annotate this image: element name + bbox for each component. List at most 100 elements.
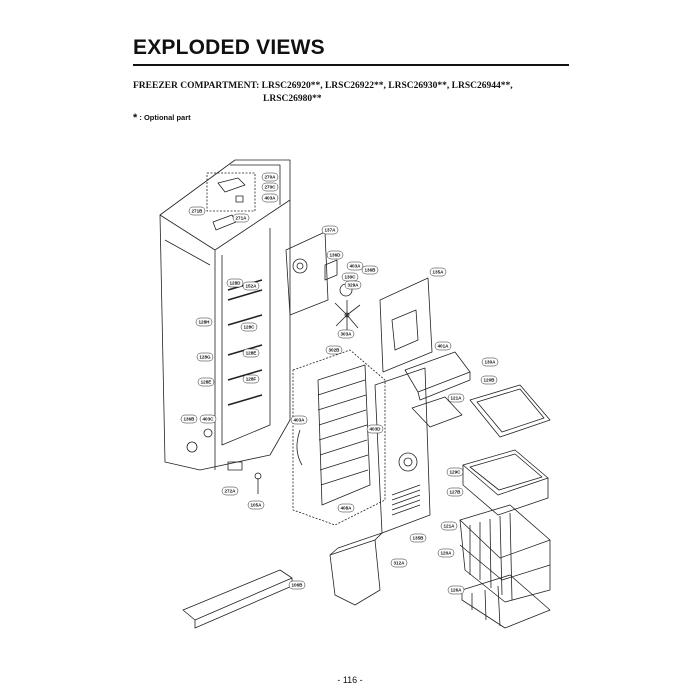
callout-label: 128F (246, 377, 257, 382)
optional-star: * (133, 112, 138, 124)
callout-label: 121A (444, 524, 456, 529)
air-duct (329, 532, 383, 606)
callout-label: 329A (348, 283, 360, 288)
callout-408a: 408A (337, 503, 355, 513)
callout-136b: 136B (180, 414, 198, 424)
callout-label: 403C (203, 417, 215, 422)
callout-136b: 136B (361, 265, 379, 275)
callout-403d: 403D (366, 424, 384, 434)
callout-label: 312A (394, 561, 406, 566)
wire-shelf-bracket (411, 396, 463, 428)
wire-baskets (459, 504, 551, 629)
models-line-1: FREEZER COMPARTMENT: LRSC26920**, LRSC26… (133, 81, 513, 91)
callout-label: 403A (265, 196, 277, 201)
callout-label: 270C (265, 185, 277, 190)
callout-128f: 128F (242, 374, 260, 384)
freezer-cabinet-shell (159, 159, 291, 471)
callout-126a: 126A (447, 585, 465, 595)
callout-label: 128D (230, 281, 242, 286)
evaporator-assembly (292, 349, 386, 526)
fan-motor-bracket (285, 231, 353, 316)
callout-label: 152A (246, 284, 258, 289)
callout-label: 105A (251, 503, 263, 508)
part-callouts: 270A 270C 403A 271B 271A 137A 136D 403A 130C 136B… (180, 172, 499, 595)
storage-bin (462, 449, 549, 516)
callout-label: 136B (365, 268, 377, 273)
callout-label: 136B (184, 417, 196, 422)
callout-152a: 152A (242, 281, 260, 291)
callout-401a: 401A (434, 341, 452, 351)
shelf-rails (227, 279, 263, 406)
callout-label: 120B (484, 378, 496, 383)
callout-136d: 136D (326, 250, 344, 260)
callout-403a: 403A (261, 193, 279, 203)
optional-part-note: * : Optional part (133, 112, 191, 124)
callout-270c: 270C (261, 182, 279, 192)
callout-label: 130C (345, 275, 357, 280)
model-subtitle: FREEZER COMPARTMENT: LRSC26920**, LRSC26… (133, 80, 573, 106)
callout-label: 408A (341, 506, 353, 511)
models-line-2: LRSC26980** (263, 94, 322, 104)
callout-121a: 121A (440, 521, 458, 531)
callout-label: 127B (450, 490, 462, 495)
callout-128h: 128H (195, 317, 213, 327)
callout-270a: 270A (261, 172, 279, 182)
callout-271b: 271B (188, 206, 206, 216)
fan-blade (334, 300, 361, 331)
callout-128e: 128E (197, 377, 215, 387)
callout-label: 272A (225, 489, 237, 494)
rear-duct-panel (374, 367, 431, 534)
callout-label: 403A (350, 264, 362, 269)
base-grille (182, 569, 293, 629)
callout-128d: 128D (226, 278, 244, 288)
callout-312a: 312A (390, 558, 408, 568)
callout-label: 403D (370, 427, 382, 432)
callout-128c: 128C (240, 322, 258, 332)
callout-105a: 105A (247, 500, 265, 510)
callout-135a: 135A (429, 267, 447, 277)
glass-shelf (469, 384, 551, 438)
page-title: EXPLODED VIEWS (133, 36, 325, 59)
callout-120b: 120B (480, 375, 498, 385)
callout-label: 401A (438, 344, 450, 349)
callout-label: 135A (433, 270, 445, 275)
callout-106b: 106B (288, 580, 306, 590)
callout-137a: 137A (321, 225, 339, 235)
callout-129c: 129C (446, 467, 464, 477)
callout-label: 270A (265, 175, 277, 180)
callout-403a: 403A (346, 261, 364, 271)
top-control-housing (206, 172, 256, 231)
callout-271a: 271A (232, 213, 250, 223)
callout-128g: 128G (196, 352, 214, 362)
callout-label: 128E (246, 351, 257, 356)
callout-128e: 128E (242, 348, 260, 358)
optional-part-text: : Optional part (137, 113, 191, 122)
callout-label: 106B (292, 583, 304, 588)
page-number: - 116 - (337, 675, 363, 685)
callout-label: 303A (341, 332, 353, 337)
callout-135b: 135B (409, 533, 427, 543)
callout-label: 121A (451, 396, 463, 401)
control-light-housing (404, 351, 471, 401)
callout-label: 128H (199, 320, 211, 325)
callout-403a: 403A (290, 415, 308, 425)
callout-label: 129C (450, 470, 462, 475)
callout-label: 403A (294, 418, 306, 423)
callout-label: 302B (329, 348, 341, 353)
hinge-and-leveler (186, 428, 262, 494)
callout-label: 128C (244, 325, 256, 330)
callout-120a: 120A (437, 548, 455, 558)
callout-127b: 127B (446, 487, 464, 497)
callout-303a: 303A (337, 329, 355, 339)
callout-121a: 121A (447, 393, 465, 403)
callout-302b: 302B (325, 345, 343, 355)
callout-label: 271A (236, 216, 248, 221)
callout-130a: 130A (481, 357, 499, 367)
callout-label: 135B (413, 536, 425, 541)
title-rule (133, 64, 569, 66)
callout-272a: 272A (221, 486, 239, 496)
callout-label: 120A (441, 551, 453, 556)
callout-label: 126A (451, 588, 463, 593)
callout-label: 271B (192, 209, 204, 214)
